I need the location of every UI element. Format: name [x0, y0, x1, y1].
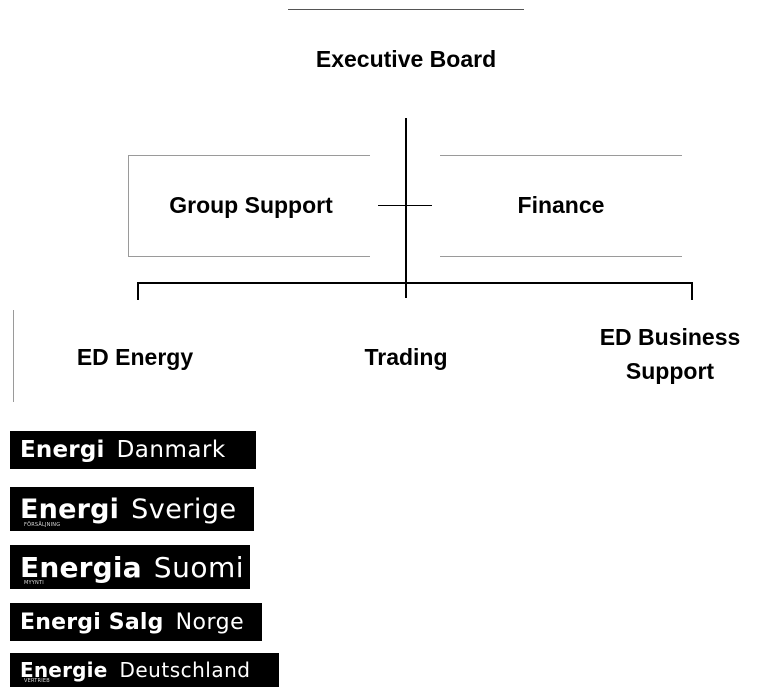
brand-country: Sverige — [131, 493, 237, 525]
trading-label: Trading — [364, 344, 448, 370]
brand-subline: VERTRIEB — [24, 678, 50, 684]
brand-name: Energia — [20, 550, 142, 584]
brand-country: Norge — [175, 609, 245, 635]
group-support-label: Group Support — [169, 192, 333, 218]
brand-logo-norge: Energi Salg Norge — [10, 603, 262, 641]
ed-business-support-label: ED Business Support — [599, 324, 741, 384]
trunk-connector — [405, 118, 407, 298]
brand-country: Deutschland — [119, 658, 251, 682]
brand-logo-suomi: Energia Suomi MYYNTI — [10, 545, 250, 589]
executive-board-top-rule — [288, 9, 524, 10]
brand-logo-deutschland: Energie Deutschland VERTRIEB — [10, 653, 279, 687]
finance-box-top — [440, 155, 682, 156]
staff-connector — [378, 205, 432, 206]
finance-box-bottom — [440, 256, 682, 257]
brand-subline: MYYNTI — [24, 580, 44, 586]
division-bracket-right-drop — [691, 282, 693, 300]
brand-name: Energi — [20, 493, 120, 525]
ed-energy-box-left — [13, 310, 14, 402]
brand-logo-danmark: Energi Danmark — [10, 431, 256, 469]
brand-logo-sverige: Energi Sverige FÖRSÄLJNING — [10, 487, 254, 531]
group-support-box-top — [128, 155, 370, 156]
group-support-box-left — [128, 155, 129, 257]
brand-country: Danmark — [116, 437, 226, 463]
brand-subline: FÖRSÄLJNING — [24, 522, 61, 528]
group-support-box-bottom — [128, 256, 370, 257]
brand-name: Energi Salg — [20, 609, 164, 635]
brand-country: Suomi — [153, 550, 245, 584]
ed-energy-label: ED Energy — [76, 344, 194, 370]
division-bracket — [137, 282, 693, 284]
brand-name: Energi — [20, 437, 105, 463]
finance-label: Finance — [517, 192, 605, 218]
executive-board-label: Executive Board — [315, 46, 497, 72]
division-bracket-left-drop — [137, 282, 139, 300]
brand-name: Energie — [20, 658, 108, 682]
